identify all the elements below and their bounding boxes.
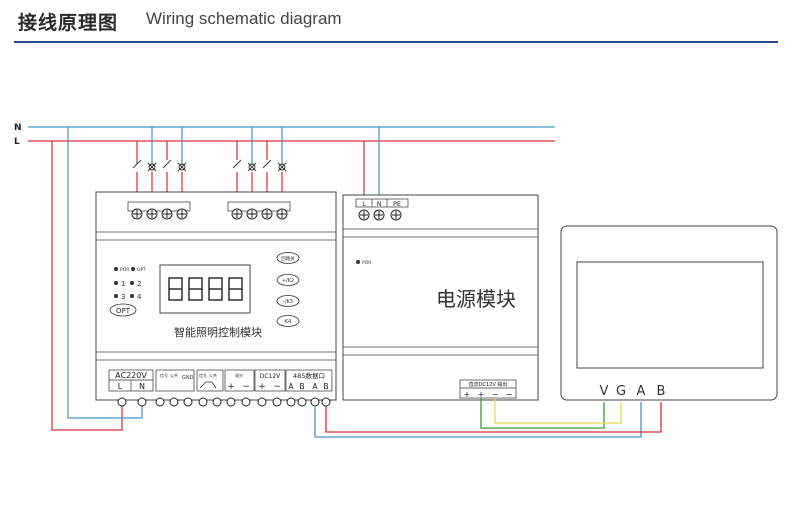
lamp-icon [277, 162, 287, 172]
svg-text:−: − [492, 390, 499, 399]
psu-name: 电源模块 [436, 287, 516, 311]
n-line-label: N [14, 123, 22, 133]
control-buttons: 回路关 +/K2 -/K3 K4 [276, 252, 300, 327]
svg-text:信号: 信号 [199, 372, 207, 378]
panel-label-a: A [637, 384, 646, 399]
svg-text:A: A [312, 382, 318, 391]
header: 接线原理图 Wiring schematic diagram [0, 0, 800, 44]
lighting-controller: POR OPT 1 2 3 4 OPT 智能照明控制模块 [95, 191, 337, 407]
page-subtitle: Wiring schematic diagram [146, 9, 342, 28]
svg-text:A: A [288, 382, 294, 391]
page-title: 接线原理图 [18, 12, 119, 34]
led-label-opt: OPT [137, 267, 146, 273]
green-wire [480, 398, 605, 429]
ac220v-label: AC220V [115, 371, 147, 380]
svg-text:B: B [323, 382, 328, 391]
svg-text:+: + [227, 382, 235, 392]
button-k4[interactable]: K4 [276, 315, 300, 327]
touch-panel: V G A B [560, 225, 778, 401]
psu-dc-out-label: 直流DC12V 输出 [469, 381, 508, 388]
svg-text:-/K3: -/K3 [283, 299, 293, 305]
seven-segment-display [159, 264, 251, 314]
rs485-b-wire [325, 402, 662, 433]
bottom-terminal-labels: AC220V L N 信号 公共 GND 信号 公共 调光 + − DC12V … [108, 369, 333, 392]
opt-button-label: OPT [116, 307, 131, 315]
signal-wires [314, 398, 662, 438]
header-divider [14, 41, 778, 43]
panel-label-v: V [600, 384, 609, 399]
lamp-icon [147, 162, 157, 172]
opt-button[interactable]: OPT [109, 303, 137, 317]
switch-icon [132, 159, 142, 169]
svg-text:+: + [464, 390, 471, 399]
led-label-4: 4 [137, 293, 142, 301]
switch-icon [162, 159, 172, 169]
svg-text:B: B [299, 382, 304, 391]
terminal-l-label: L [118, 382, 123, 391]
psu-terminal-n: N [377, 200, 382, 208]
lamp-icon [247, 162, 257, 172]
button-k3[interactable]: -/K3 [276, 295, 300, 307]
rs485-a-wire [314, 402, 642, 438]
button-circuit-off[interactable]: 回路关 [276, 252, 300, 264]
psu-por-label: POR [362, 260, 371, 266]
svg-text:回路关: 回路关 [281, 255, 295, 262]
yellow-wire [494, 398, 622, 424]
led-label-3: 3 [121, 293, 125, 301]
rs485-label: 485数据口 [293, 371, 325, 380]
svg-text:+: + [258, 382, 266, 392]
panel-label-b: B [657, 384, 666, 399]
top-terminals [127, 201, 291, 220]
psu-terminal-pe: PE [393, 200, 401, 208]
l-line-label: L [14, 137, 20, 147]
svg-text:调光: 调光 [235, 372, 243, 378]
switch-lamp-symbols [132, 159, 287, 172]
psu-terminal-l: L [362, 200, 366, 208]
svg-text:信号: 信号 [160, 372, 168, 378]
bottom-screws [117, 397, 331, 407]
svg-text:+: + [478, 390, 485, 399]
terminal-n-label: N [139, 382, 145, 391]
svg-text:−: − [506, 390, 513, 399]
panel-label-g: G [616, 384, 626, 399]
svg-text:−: − [273, 382, 281, 392]
svg-text:公共: 公共 [170, 372, 178, 378]
svg-text:公共: 公共 [209, 372, 217, 378]
l-drop-wire [51, 141, 123, 431]
controller-name: 智能照明控制模块 [174, 325, 262, 339]
button-k2[interactable]: +/K2 [276, 274, 300, 286]
n-drop-wire [67, 127, 143, 419]
svg-text:+/K2: +/K2 [282, 278, 294, 284]
status-leds: POR OPT 1 2 3 4 [114, 267, 146, 301]
lamp-icon [177, 162, 187, 172]
svg-text:−: − [242, 382, 250, 392]
svg-text:K4: K4 [285, 319, 291, 325]
dc12v-label: DC12V [260, 373, 281, 380]
led-label-2: 2 [137, 280, 141, 288]
power-supply-module: L N PE POR 电源模块 直流DC12V 输出 + + − − [342, 194, 539, 401]
led-label-por: POR [120, 267, 129, 273]
gnd-label: GND [182, 375, 194, 381]
switch-icon [262, 159, 272, 169]
switch-icon [232, 159, 242, 169]
led-label-1: 1 [121, 280, 125, 288]
